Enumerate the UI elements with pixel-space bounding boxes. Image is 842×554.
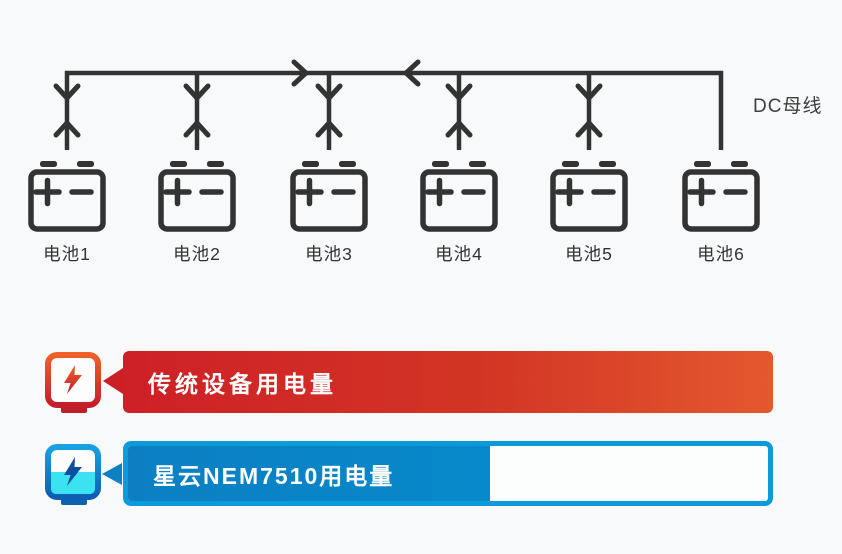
- battery-label: 电池3: [305, 244, 353, 264]
- traditional-usage-bar: 传统设备用电量: [123, 351, 773, 413]
- flow-arrows: [53, 59, 603, 138]
- dc-bus-label: DC母线: [753, 96, 823, 117]
- flow-arrow-up-icon: [183, 119, 211, 138]
- dc-bus-diagram: [0, 59, 842, 300]
- flow-arrow-down-icon: [183, 83, 211, 102]
- bus-arrow-left-icon: [402, 59, 421, 87]
- flow-arrow-up-icon: [315, 119, 343, 138]
- nem7510-usage-fill: [128, 446, 490, 501]
- flow-arrow-down-icon: [575, 83, 603, 102]
- flow-arrow-down-icon: [445, 83, 473, 102]
- battery-label: 电池2: [173, 244, 221, 264]
- flow-arrow-down-icon: [315, 83, 343, 102]
- flow-arrow-up-icon: [575, 119, 603, 138]
- flow-arrow-up-icon: [53, 119, 81, 138]
- bus-arrow-right-icon: [291, 59, 310, 87]
- nem7510-usage-label: 星云NEM7510用电量: [153, 462, 395, 489]
- nem7510-usage-bar: 星云NEM7510用电量: [123, 441, 773, 506]
- blue-bar-tail: [102, 463, 122, 485]
- battery-icon: [423, 161, 495, 229]
- lightning-bolt-icon: [64, 365, 82, 394]
- battery-icon: [685, 161, 757, 229]
- flow-arrow-up-icon: [445, 119, 473, 138]
- blue-power-meter-icon: [45, 444, 101, 505]
- battery-label: 电池1: [43, 244, 91, 264]
- battery-label: 电池4: [435, 244, 483, 264]
- flow-arrow-down-icon: [53, 83, 81, 102]
- red-power-meter-icon: [45, 352, 101, 413]
- battery-label: 电池6: [697, 244, 745, 264]
- meter-charge-level: [51, 472, 95, 494]
- battery-icon: [553, 161, 625, 229]
- battery-label: 电池5: [565, 244, 613, 264]
- red-bar-tail: [103, 368, 123, 394]
- lightning-bolt-icon: [64, 457, 82, 486]
- traditional-usage-fill: [123, 351, 773, 413]
- traditional-usage-label: 传统设备用电量: [148, 371, 337, 397]
- battery-icon: [31, 161, 103, 229]
- dc-bus-line: [64, 70, 724, 150]
- battery-icon: [161, 161, 233, 229]
- battery-icon: [293, 161, 365, 229]
